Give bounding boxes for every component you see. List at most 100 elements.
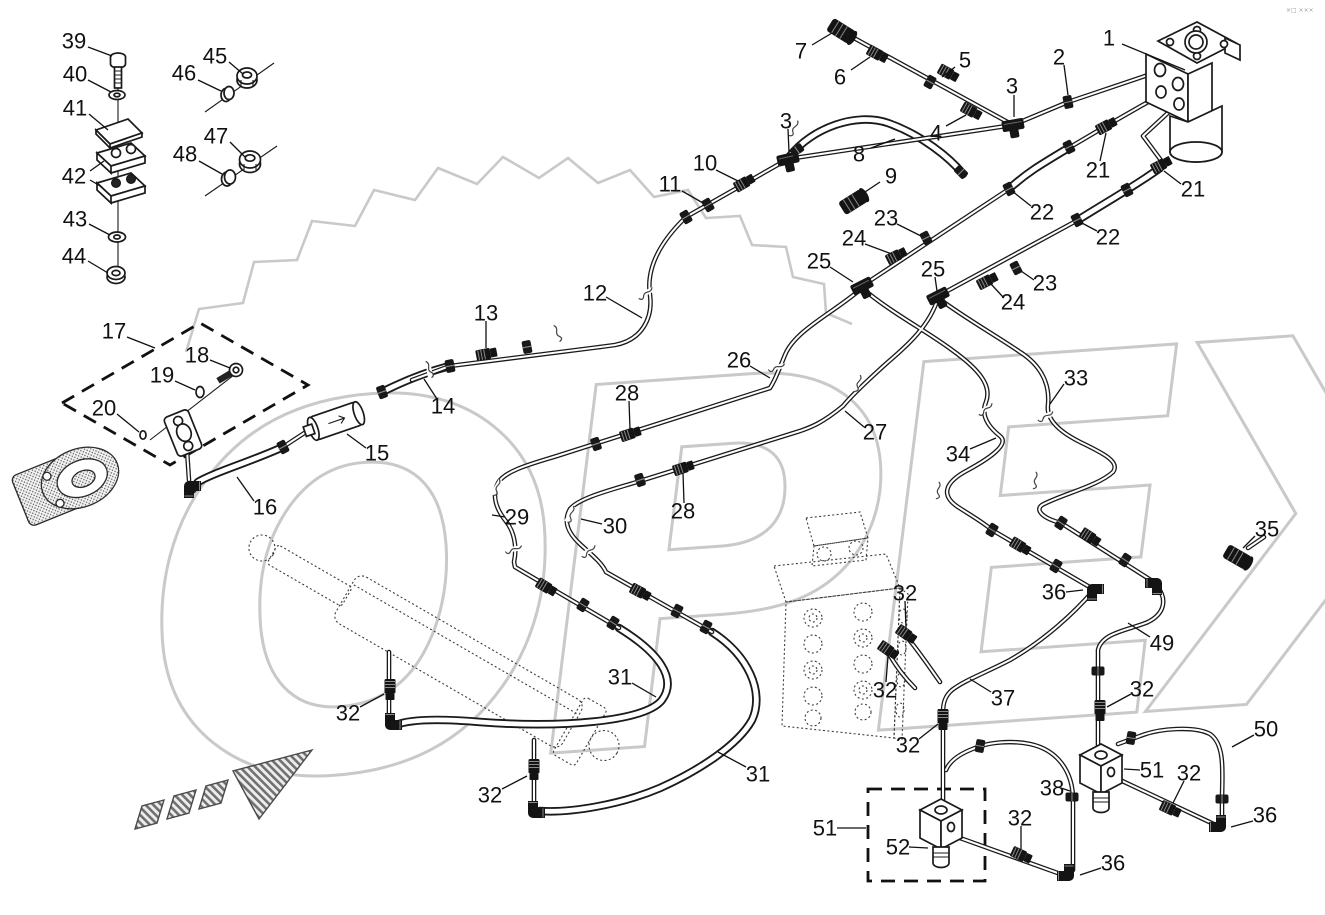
callout-leader-12 [605, 296, 643, 319]
callout-leader-32 [1172, 780, 1185, 804]
callout-leader-24 [990, 283, 1004, 298]
callout-41: 41 [63, 96, 87, 121]
fittings-layer [184, 18, 1254, 881]
nut-fitting-symbol [1070, 212, 1084, 228]
callout-36: 36 [1253, 803, 1277, 828]
cpl-fitting-symbol [1223, 545, 1254, 571]
uni-fitting-symbol [937, 63, 960, 82]
tee-fitting-symbol [850, 276, 874, 299]
callout-48: 48 [173, 142, 197, 167]
brk-fitting-symbol [504, 545, 523, 555]
callout-leader-5 [941, 66, 956, 78]
callout-leader-36 [1065, 589, 1084, 593]
uni-fitting-symbol [1009, 536, 1032, 556]
nut-fitting-symbol [679, 209, 693, 225]
callout-37: 37 [991, 686, 1015, 711]
callout-leader-14 [423, 378, 438, 400]
callout-10: 10 [693, 151, 717, 176]
corner-mark: ×□ ××× [1286, 7, 1314, 14]
nut-fitting-symbol [974, 739, 986, 753]
callout-13: 13 [474, 301, 498, 326]
arrow-stripe [165, 788, 198, 821]
nut-fitting-symbol [1065, 792, 1079, 802]
tee-fitting-symbol [926, 286, 950, 309]
nut-fitting-symbol [789, 143, 805, 157]
callout-leader-20 [116, 413, 140, 433]
brk-fitting-symbol [564, 505, 578, 524]
uni-fitting-symbol [619, 426, 642, 442]
callout-11: 11 [659, 172, 682, 197]
control-valve-block [773, 511, 909, 741]
callout-leader-41 [88, 113, 109, 131]
uni-fitting-symbol [1159, 800, 1182, 818]
valve-51 [1078, 743, 1124, 814]
nut-fitting-symbol [376, 384, 388, 400]
callout-21: 21 [1086, 158, 1110, 183]
callout-leader-44 [87, 260, 109, 274]
callout-38: 38 [1040, 776, 1064, 801]
callout-leader-39 [87, 46, 113, 57]
brk-fitting-symbol [851, 374, 865, 393]
elb-fitting-symbol [1057, 864, 1074, 881]
nut-fitting-symbol [634, 472, 646, 488]
nut-fitting-symbol [923, 74, 937, 90]
callout-leader-32 [1106, 693, 1132, 708]
callout-20: 20 [92, 396, 116, 421]
callout-leader-42 [89, 179, 103, 188]
inline-valve-15 [302, 400, 366, 442]
callout-36: 36 [1042, 580, 1066, 605]
nut-fitting-symbol [1120, 182, 1134, 198]
brk-fitting-symbol [767, 363, 786, 373]
nut-fitting-symbol [985, 522, 999, 538]
steering-unit [1145, 21, 1241, 163]
callout-leader-36 [1230, 820, 1254, 828]
brk-fitting-symbol [976, 402, 995, 416]
callout-52: 52 [886, 835, 910, 860]
callout-leader-21 [1163, 170, 1182, 185]
bracket-group-box-17 [59, 321, 311, 467]
uni-fitting-symbol [976, 272, 999, 290]
callout-33: 33 [1064, 366, 1088, 391]
callout-23: 23 [1033, 271, 1057, 296]
callout-leader-25 [829, 266, 854, 283]
callout-24: 24 [842, 226, 866, 251]
plug-20 [139, 429, 147, 441]
callout-24: 24 [1001, 290, 1025, 315]
washer-19 [195, 385, 205, 399]
callout-leader-16 [236, 476, 255, 502]
callout-leader-32 [904, 600, 907, 629]
callout-leader-21 [1099, 132, 1107, 162]
uni-fitting-symbol [535, 577, 558, 597]
callout-leader-42 [89, 160, 105, 172]
callout-17: 17 [102, 319, 126, 344]
callout-28: 28 [615, 381, 639, 406]
callout-leader-11 [681, 190, 704, 204]
callout-leader-28 [682, 472, 685, 504]
callout-31: 31 [746, 762, 770, 787]
callout-45: 45 [203, 44, 227, 69]
callout-leader-27 [844, 410, 865, 428]
uni-fitting-symbol [528, 759, 540, 780]
uni-fitting-symbol [629, 582, 652, 601]
nut-fitting-symbol [701, 197, 715, 213]
callout-51: 51 [813, 816, 837, 841]
callout-40: 40 [63, 62, 87, 87]
nut-fitting-symbol [1062, 95, 1074, 109]
callout-leader-50 [1231, 734, 1255, 748]
callout-leader-25 [934, 276, 938, 292]
callout-leader-22 [1079, 221, 1098, 232]
callout-leader-33 [1049, 383, 1065, 405]
valve-group-box-51 [866, 787, 987, 883]
nut-fitting-symbol [606, 615, 620, 631]
callout-16: 16 [253, 495, 277, 520]
arrow-stripe [133, 798, 166, 831]
bolt-18 [216, 362, 244, 384]
elb-fitting-symbol [1209, 815, 1226, 832]
cpl-fitting-symbol [827, 18, 858, 45]
callout-46: 46 [172, 61, 196, 86]
callout-leader-26 [749, 365, 771, 379]
callout-leader-32 [885, 655, 889, 683]
brk-fitting-symbol [932, 481, 944, 500]
callout-leader-2 [1063, 64, 1069, 96]
nut-fitting-symbol [1118, 552, 1132, 568]
